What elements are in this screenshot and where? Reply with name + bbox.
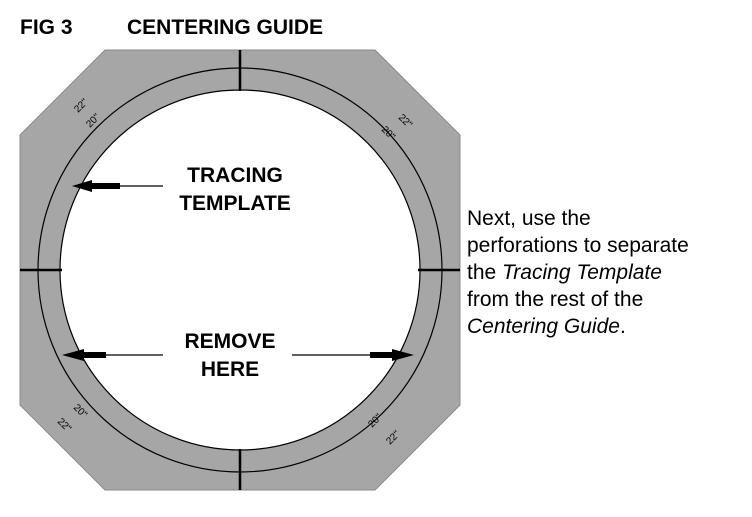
- note-line-2: perforations to separate: [467, 234, 689, 257]
- figure-title: CENTERING GUIDE: [127, 16, 324, 39]
- center-cutout: [60, 90, 420, 450]
- figure-number: FIG 3: [20, 16, 73, 39]
- note-line-3: the Tracing Template: [467, 259, 689, 286]
- remove-label-line1: REMOVE: [184, 330, 276, 353]
- tracing-template-term: Tracing Template: [502, 261, 662, 284]
- tracing-label-line2: TEMPLATE: [179, 192, 291, 215]
- note-line-5-period: .: [619, 315, 626, 338]
- instruction-note: Next, use the perforations to separate t…: [467, 205, 689, 340]
- note-line-1: Next, use the: [467, 207, 591, 230]
- arrow-remove-right: [292, 349, 414, 361]
- remove-here-label: REMOVE HERE: [165, 328, 295, 384]
- note-line-3-text: the: [467, 261, 503, 284]
- tracing-template-label: TRACING TEMPLATE: [160, 162, 310, 218]
- note-line-5: Centering Guide.: [467, 313, 689, 340]
- note-line-4: from the rest of the: [467, 288, 644, 311]
- remove-label-line2: HERE: [200, 358, 260, 381]
- arrow-tracing-template: [72, 180, 163, 192]
- centering-guide-term: Centering Guide: [467, 315, 620, 338]
- tracing-label-line1: TRACING: [187, 164, 283, 187]
- arrow-remove-left: [62, 349, 163, 361]
